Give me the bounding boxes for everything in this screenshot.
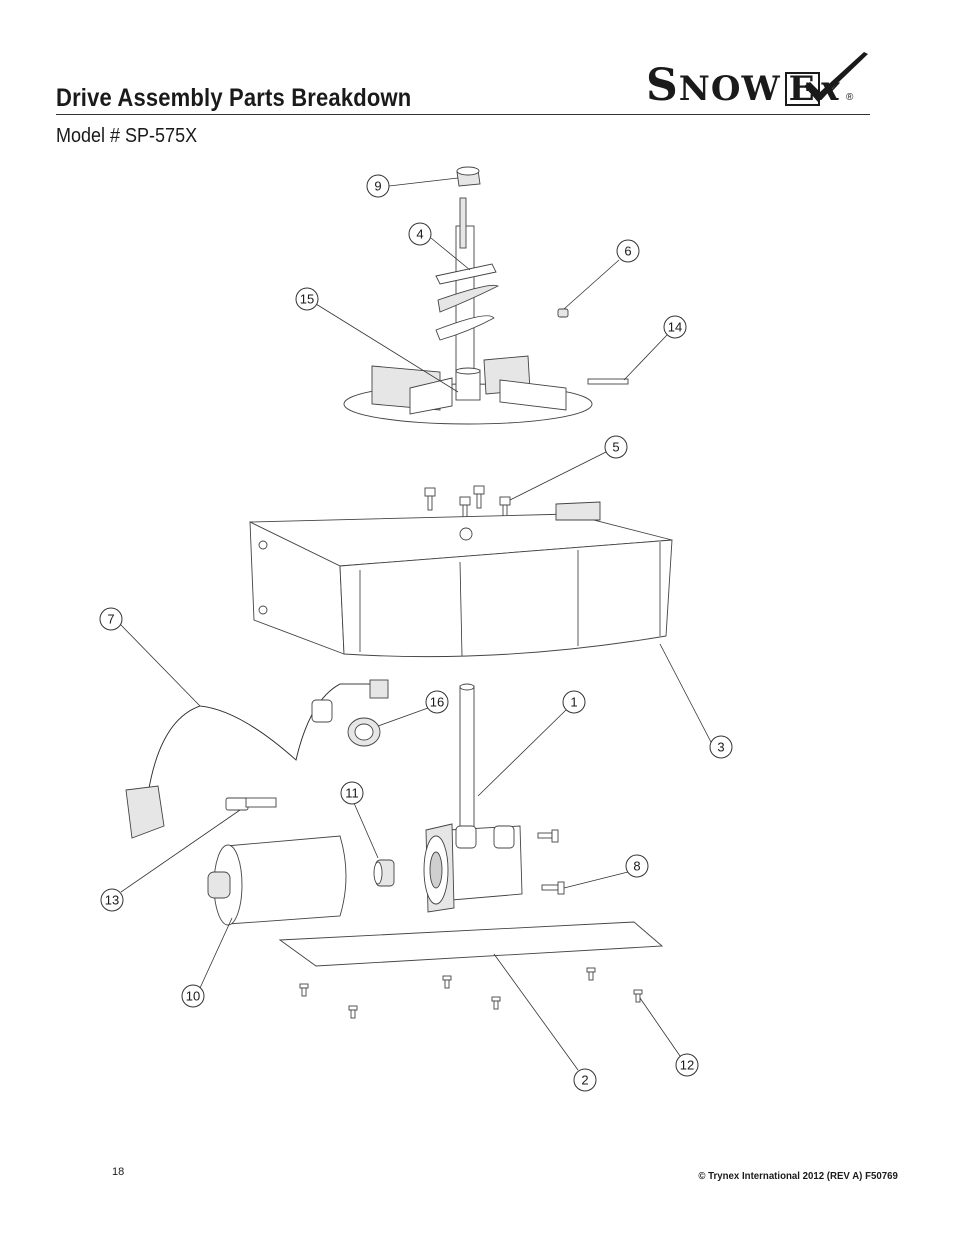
callout-3: 3 [709,735,733,759]
checkmark-icon [804,52,868,102]
svg-text:15: 15 [300,292,314,307]
part-3-housing [249,501,673,658]
snowex-logo: SNOWEx ® [646,52,872,111]
callout-1: 1 [562,690,586,714]
model-number: Model # SP-575X [56,125,198,147]
part-11-coupler [373,859,395,887]
svg-text:10: 10 [186,989,200,1004]
callout-8: 8 [625,854,649,878]
callout-2: 2 [573,1068,597,1092]
svg-text:3: 3 [717,740,724,755]
svg-text:16: 16 [430,695,444,710]
svg-text:8: 8 [633,859,640,874]
part-13-connector [225,797,277,811]
callout-16: 16 [425,690,449,714]
header-rule [56,114,870,115]
part-15-spinner [343,355,593,425]
svg-text:2: 2 [581,1073,588,1088]
svg-text:14: 14 [668,320,682,335]
svg-text:1: 1 [570,695,577,710]
svg-text:6: 6 [624,244,631,259]
callout-7: 7 [99,607,123,631]
part-8-bolts [537,829,565,895]
part-2-bottom-plate [278,921,664,967]
svg-text:4: 4 [416,227,423,242]
part-9-cap [456,166,481,187]
leader-lines [119,177,713,1071]
callout-15: 15 [295,287,319,311]
part-5-bolts [424,485,511,520]
callout-14: 14 [663,315,687,339]
part-7-harness [125,679,389,839]
logo-wordmark: SNOWEx [646,60,841,111]
callout-4: 4 [408,222,432,246]
part-10-motor [207,835,347,926]
part-12-screws [299,967,643,1019]
svg-text:7: 7 [107,612,114,627]
copyright-notice: © Trynex International 2012 (REV A) F507… [698,1170,898,1182]
callout-6: 6 [616,239,640,263]
svg-text:12: 12 [680,1058,694,1073]
svg-text:13: 13 [105,893,119,908]
svg-text:9: 9 [374,179,381,194]
callout-12: 12 [675,1053,699,1077]
part-1-gearbox [423,683,523,913]
callout-13: 13 [100,888,124,912]
callout-9: 9 [366,174,390,198]
callout-11: 11 [340,781,364,805]
registered-mark: ® [846,92,854,103]
part-4-auger [435,197,500,377]
part-6-pin [557,308,569,318]
callout-5: 5 [604,435,628,459]
callout-10: 10 [181,984,205,1008]
part-14-roll-pin [587,378,629,385]
part-16-bushing [347,717,381,747]
svg-text:11: 11 [345,786,359,801]
page-number: 18 [112,1166,125,1178]
page-title: Drive Assembly Parts Breakdown [56,84,412,112]
svg-text:5: 5 [612,440,619,455]
